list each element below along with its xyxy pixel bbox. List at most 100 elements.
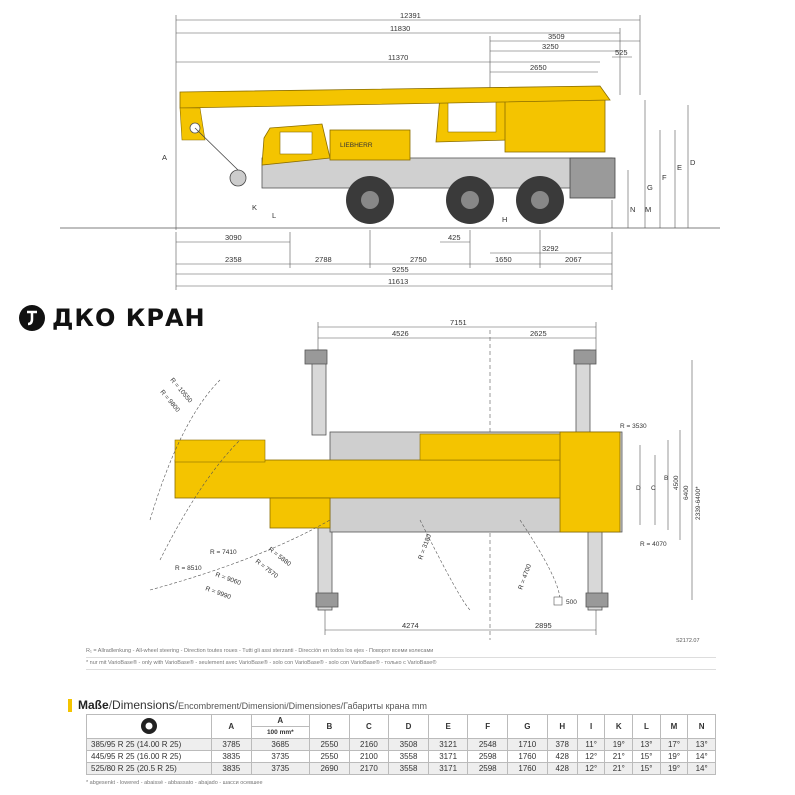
header-col-g: G (507, 714, 548, 739)
header-col-h: H (546, 714, 578, 739)
header-wheel (86, 714, 212, 739)
dim-2788: 2788 (315, 255, 332, 264)
dim-4500: 4500 (673, 475, 680, 490)
radius-8510: R = 8510 (175, 565, 202, 572)
cell: 2550 (309, 750, 350, 763)
cell: 11° (576, 738, 606, 751)
dim-2750: 2750 (410, 255, 427, 264)
cell: 3785 (211, 738, 252, 751)
cell: 3121 (427, 738, 469, 751)
letter-M: M (645, 205, 651, 214)
dim-2358: 2358 (225, 255, 242, 264)
side-right-dimensions (611, 100, 689, 228)
header-col-e: E (427, 714, 469, 739)
header-col-d: D (388, 714, 429, 739)
dim-4274: 4274 (402, 621, 419, 630)
cell: 1760 (507, 750, 548, 763)
dim-2650: 2650 (530, 63, 547, 72)
cell: 3171 (427, 762, 469, 775)
dim-11830: 11830 (390, 24, 410, 33)
dim-7151: 7151 (450, 318, 467, 327)
dim-12391: 12391 (400, 11, 421, 20)
dim-2339-6400: 2339-6400* (695, 486, 702, 520)
note-steering: R₁ = Allradlenkung - All-wheel steering … (86, 646, 716, 658)
header-col-a: A (211, 714, 252, 739)
cell: 2550 (309, 738, 350, 751)
tire-icon (141, 717, 157, 734)
legend-notes: R₁ = Allradlenkung - All-wheel steering … (86, 646, 716, 670)
dim-2625: 2625 (530, 329, 547, 338)
cell: 2160 (348, 738, 390, 751)
cell: 3685 (250, 738, 311, 751)
boom-brand-label: LIEBHERR (340, 142, 373, 149)
header-col-a2: A (250, 714, 311, 727)
dim-4526: 4526 (392, 329, 409, 338)
table-row: 445/95 R 25 (16.00 R 25) 3835 3735 2550 … (86, 750, 716, 763)
cell: 428 (546, 762, 578, 775)
letter-F: F (662, 173, 667, 182)
radius-5880: R = 5880 (267, 546, 293, 568)
top-letter-C: C (651, 485, 656, 492)
dim-6400: 6400 (683, 485, 690, 500)
header-col-i: I (576, 714, 606, 739)
dimensions-title: Maße/Dimensions/Encombrement/Dimensioni/… (68, 698, 427, 712)
crane-hook-logo-icon (19, 305, 45, 331)
top-letter-D: D (636, 485, 641, 492)
letter-G: G (647, 183, 653, 192)
cell: 17° (659, 738, 689, 751)
radius-4700: R = 4700 (517, 563, 533, 591)
header-col-l: L (632, 714, 661, 739)
tire-size: 445/95 R 25 (16.00 R 25) (86, 750, 212, 763)
cell: 15° (632, 762, 661, 775)
cell: 13° (687, 738, 716, 751)
header-col-f: F (467, 714, 509, 739)
cell: 3171 (427, 750, 469, 763)
cell: 19° (659, 762, 689, 775)
cell: 3835 (211, 750, 252, 763)
cell: 12° (576, 750, 606, 763)
cell: 3508 (388, 738, 429, 751)
table-header: A A B C D E F G H I K L M N (86, 714, 716, 739)
cell: 13° (632, 738, 661, 751)
side-view: 12391 11830 11370 3509 3250 2650 525 D E… (60, 11, 720, 290)
radius-9060: R = 9060 (214, 571, 242, 587)
cell: 2690 (309, 762, 350, 775)
dimensions-table: A A B C D E F G H I K L M N 100 mm* 385/… (86, 714, 716, 775)
cell: 2598 (467, 750, 509, 763)
cell: 3735 (250, 750, 311, 763)
dim-1650: 1650 (495, 255, 512, 264)
header-col-m: M (659, 714, 689, 739)
small-square-marker (553, 596, 563, 606)
header-col-k: K (604, 714, 634, 739)
title-de: Maße (78, 698, 109, 712)
dim-11370: 11370 (388, 53, 408, 62)
cell: 3558 (388, 762, 429, 775)
brand-block: ДКО КРАН (18, 304, 206, 332)
radius-9800: R = 9800 (158, 389, 181, 414)
header-col-b: B (309, 714, 350, 739)
letter-D: D (690, 158, 696, 167)
cell: 2170 (348, 762, 390, 775)
table-footnote: * abgesenkt - lowered - abaissé - abbass… (86, 780, 263, 786)
dim-3090: 3090 (225, 233, 242, 242)
top-right-dimensions (639, 360, 693, 600)
dim-9255: 9255 (392, 265, 409, 274)
cell: 19° (604, 738, 634, 751)
cell: 14° (687, 750, 716, 763)
top-letter-B: B (664, 475, 668, 482)
radius-7410: R = 7410 (210, 549, 237, 556)
letter-N: N (630, 205, 635, 214)
turning-radii (149, 379, 561, 611)
radius-7570: R = 7570 (254, 558, 280, 580)
crane-carrier (261, 91, 616, 199)
cell: 21° (604, 750, 634, 763)
table-row: 525/80 R 25 (20.5 R 25) 3835 3735 2690 2… (86, 762, 716, 775)
letter-L: L (272, 211, 276, 220)
cell: 2100 (348, 750, 390, 763)
tire-size: 385/95 R 25 (14.00 R 25) (86, 738, 212, 751)
dim-525: 525 (615, 48, 628, 57)
letter-E: E (677, 163, 682, 172)
cell: 1710 (507, 738, 548, 751)
dim-3509: 3509 (548, 32, 565, 41)
